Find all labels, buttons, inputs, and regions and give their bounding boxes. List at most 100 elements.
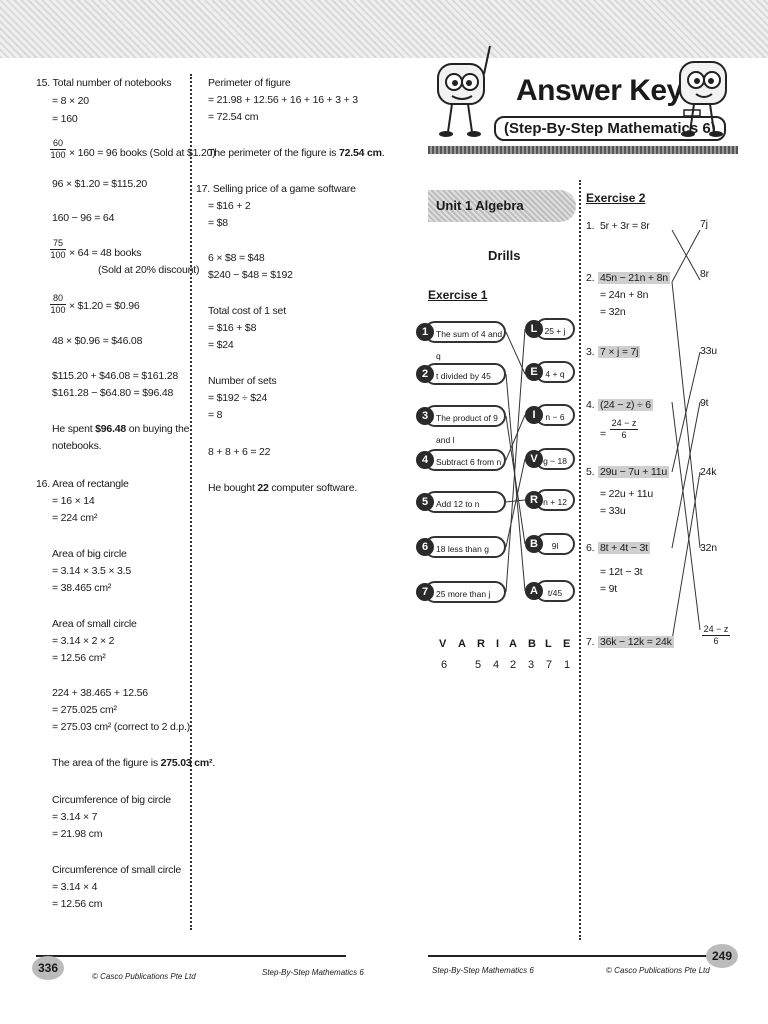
ex1-letter-badge: R bbox=[525, 491, 543, 509]
q15-line: × 64 = 48 books bbox=[69, 247, 142, 259]
q15-line: (Sold at 20% discount) bbox=[98, 264, 200, 276]
q17-line: Total cost of 1 set bbox=[208, 305, 286, 317]
q16-line: = 3.14 × 7 bbox=[52, 811, 98, 823]
ex2-expression: 45n − 21n + 8n bbox=[598, 272, 670, 284]
book-title-footer: Step-By-Step Mathematics 6 bbox=[262, 968, 364, 977]
ex1-letter-badge: L bbox=[525, 320, 543, 338]
ex1-left-pill: Subtract 6 from n bbox=[424, 449, 506, 471]
q17-line: 6 × $8 = $48 bbox=[208, 252, 265, 264]
ex2-expression: 29u − 7u + 11u bbox=[598, 466, 670, 478]
q16-line: = 275.03 cm² (correct to 2 d.p.) bbox=[52, 721, 191, 733]
unit-tab: Unit 1 Algebra bbox=[428, 190, 576, 222]
ex2-number: 2. bbox=[586, 272, 595, 284]
q16-line: Area of big circle bbox=[52, 548, 127, 560]
q15-line: 48 × $0.96 = $46.08 bbox=[52, 335, 143, 347]
q15-line: = 8 × 20 bbox=[52, 95, 89, 107]
ex1-letter-badge: A bbox=[525, 582, 543, 600]
q16-line: = 21.98 cm bbox=[52, 828, 103, 840]
column-divider bbox=[190, 74, 192, 930]
ex2-expression: (24 − z) ÷ 6 bbox=[598, 399, 653, 411]
q15-answer-line2: notebooks. bbox=[52, 440, 102, 452]
word-digit: 3 bbox=[528, 659, 535, 671]
ex1-left-pill: 25 more than j bbox=[424, 581, 506, 603]
q15-line: 160 − 96 = 64 bbox=[52, 212, 115, 224]
ex2-step: = 9t bbox=[600, 583, 618, 595]
q17-answer: He bought 22 computer software. bbox=[208, 482, 358, 494]
q16-line: = 3.14 × 3.5 × 3.5 bbox=[52, 565, 132, 577]
ex2-number: 3. bbox=[586, 346, 595, 358]
ex2-step: = 32n bbox=[600, 306, 626, 318]
exercise-1-heading: Exercise 1 bbox=[428, 288, 488, 302]
mascot-right-icon bbox=[679, 61, 727, 137]
ex1-number-badge: 3 bbox=[416, 407, 434, 425]
ex2-answer: 9t bbox=[700, 397, 709, 409]
page-number-left: 336 bbox=[32, 956, 64, 980]
word-letter: B bbox=[528, 638, 536, 650]
perimeter-line: = 72.54 cm bbox=[208, 111, 259, 123]
ex1-left-pill: The sum of 4 and q bbox=[424, 321, 506, 361]
q17-line: = $16 + $8 bbox=[208, 322, 257, 334]
ex1-number-badge: 6 bbox=[416, 538, 434, 556]
exercise-2-heading: Exercise 2 bbox=[586, 191, 646, 205]
unit-title: Unit 1 Algebra bbox=[436, 198, 524, 213]
ex2-expression: 7 × j = 7j bbox=[598, 346, 641, 358]
perimeter-line: Perimeter of figure bbox=[208, 77, 291, 89]
ex2-expression: 8t + 4t − 3t bbox=[598, 542, 650, 554]
word-letter: E bbox=[563, 638, 571, 650]
drills-heading: Drills bbox=[488, 248, 521, 263]
q17-line: 8 + 8 + 6 = 22 bbox=[208, 446, 271, 458]
mascot-left-icon bbox=[437, 45, 491, 137]
q16-line: 224 + 38.465 + 12.56 bbox=[52, 687, 148, 699]
q15-line: = 160 bbox=[52, 113, 78, 125]
ex2-step: = 12t − 3t bbox=[600, 566, 643, 578]
ex1-number-badge: 2 bbox=[416, 365, 434, 383]
q16-line: = 16 × 14 bbox=[52, 495, 95, 507]
ex2-step: = 24n + 8n bbox=[600, 289, 649, 301]
ex2-number: 6. bbox=[586, 542, 595, 554]
q17-line: Number of sets bbox=[208, 375, 277, 387]
q17-line: = $24 bbox=[208, 339, 234, 351]
word-digit: 5 bbox=[475, 659, 482, 671]
q16-line: Area of small circle bbox=[52, 618, 137, 630]
q17-line: 17. Selling price of a game software bbox=[196, 183, 356, 195]
ex2-step: = 33u bbox=[600, 505, 626, 517]
perimeter-line: = 21.98 + 12.56 + 16 + 16 + 3 + 3 bbox=[208, 94, 358, 106]
ex2-answer: 24k bbox=[700, 466, 717, 478]
q15-line: 15. Total number of notebooks bbox=[36, 77, 172, 89]
q16-line: = 12.56 cm² bbox=[52, 652, 106, 664]
ex2-number: 1. bbox=[586, 220, 595, 232]
q17-line: = $8 bbox=[208, 217, 228, 229]
q16-line: = 3.14 × 2 × 2 bbox=[52, 635, 115, 647]
q15-line: 96 × $1.20 = $115.20 bbox=[52, 178, 148, 190]
q16-line: = 275.025 cm² bbox=[52, 704, 117, 716]
q16-line: = 38.465 cm² bbox=[52, 582, 112, 594]
ex1-number-badge: 7 bbox=[416, 583, 434, 601]
publisher-credit: © Casco Publications Pte Ltd bbox=[606, 966, 710, 975]
q16-line: Circumference of big circle bbox=[52, 794, 171, 806]
ex2-equals: = bbox=[600, 428, 606, 440]
ex2-answer: 7j bbox=[700, 218, 708, 230]
perimeter-answer: The perimeter of the figure is 72.54 cm. bbox=[208, 147, 385, 159]
header-rule bbox=[428, 146, 738, 154]
q17-line: = $192 ÷ $24 bbox=[208, 392, 268, 404]
q16-line: = 12.56 cm bbox=[52, 898, 103, 910]
page-title: Answer Key bbox=[516, 74, 683, 107]
word-letter: L bbox=[545, 638, 552, 650]
ex1-letter-badge: V bbox=[525, 450, 543, 468]
ex2-answer: 33u bbox=[700, 345, 717, 357]
ex1-right-pill: t/45 bbox=[535, 580, 575, 602]
word-digit: 1 bbox=[564, 659, 571, 671]
ex2-step: = 22u + 11u bbox=[600, 488, 654, 500]
q16-answer: The area of the figure is 275.03 cm². bbox=[52, 757, 216, 769]
q15-line: $115.20 + $46.08 = $161.28 bbox=[52, 370, 178, 382]
ex1-letter-badge: E bbox=[525, 363, 543, 381]
page-number-right: 249 bbox=[706, 944, 738, 968]
q16-line: = 224 cm² bbox=[52, 512, 98, 524]
word-digit: 2 bbox=[510, 659, 517, 671]
